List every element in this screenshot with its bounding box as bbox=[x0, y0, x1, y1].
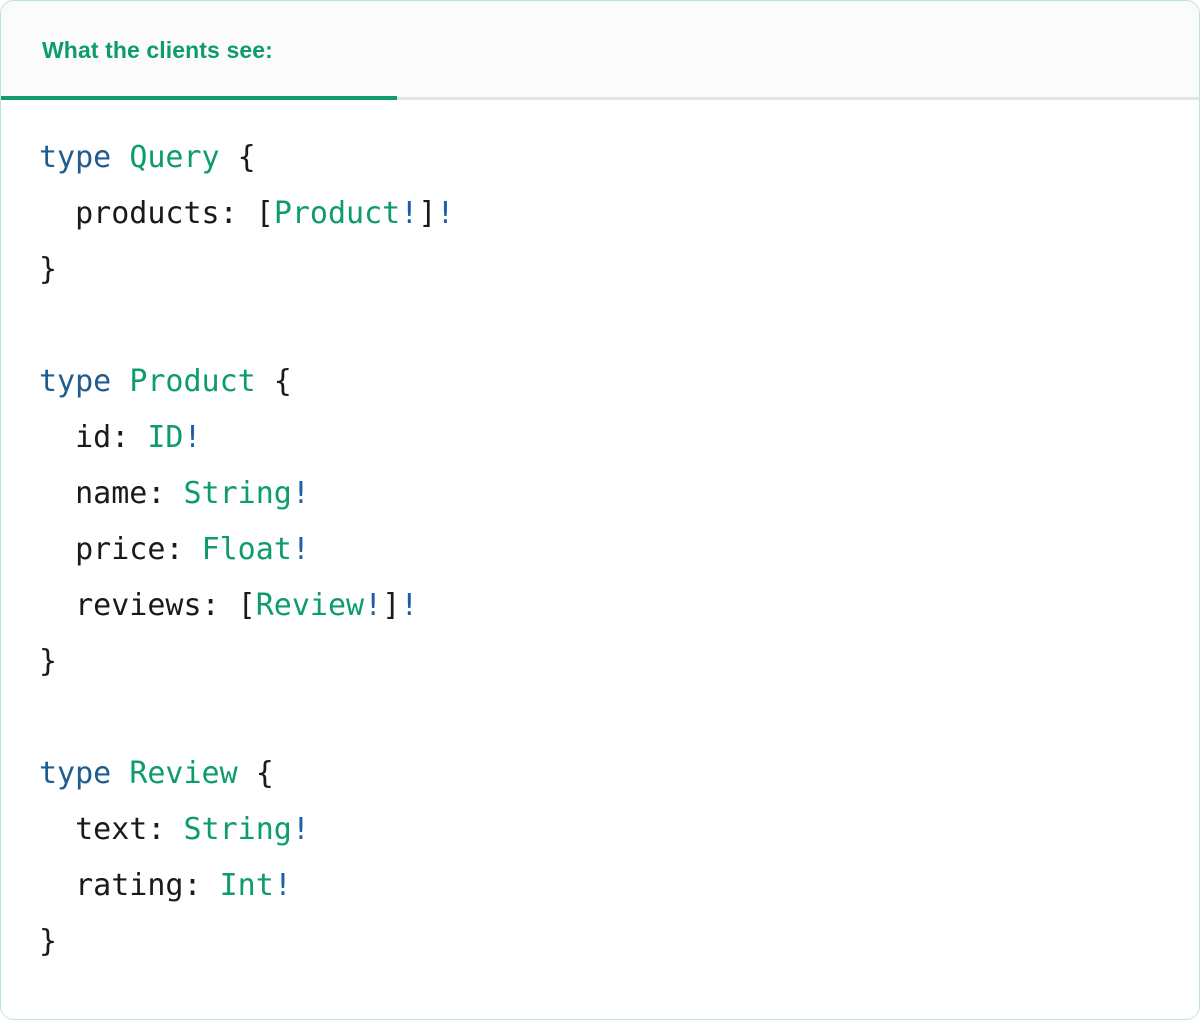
code-token-field: name bbox=[75, 476, 148, 511]
code-token-type: Int bbox=[219, 868, 274, 903]
code-line: reviews: [Review!]! bbox=[39, 578, 1159, 634]
code-line bbox=[39, 298, 1159, 354]
code-token-punct bbox=[39, 532, 75, 567]
code-token-punct: ] bbox=[382, 588, 401, 623]
code-token-field: rating bbox=[75, 868, 184, 903]
code-line: } bbox=[39, 914, 1159, 970]
code-token-punct: } bbox=[39, 252, 58, 287]
code-token-punct: : [ bbox=[201, 588, 256, 623]
code-line: products: [Product!]! bbox=[39, 186, 1159, 242]
code-token-punct bbox=[39, 812, 75, 847]
code-token-punct bbox=[111, 140, 129, 175]
code-token-punct: : bbox=[183, 868, 220, 903]
code-token-type: Query bbox=[129, 140, 220, 175]
code-token-punct: : bbox=[147, 812, 184, 847]
code-token-bang: ! bbox=[400, 196, 419, 231]
code-token-type: String bbox=[183, 476, 292, 511]
code-token-punct bbox=[39, 868, 75, 903]
code-token-punct: { bbox=[219, 140, 256, 175]
code-line: rating: Int! bbox=[39, 858, 1159, 914]
code-token-bang: ! bbox=[364, 588, 383, 623]
code-token-punct: : bbox=[111, 420, 148, 455]
code-token-field: id bbox=[75, 420, 112, 455]
code-token-bang: ! bbox=[400, 588, 419, 623]
code-token-punct bbox=[39, 196, 75, 231]
code-token-kw: type bbox=[39, 140, 112, 175]
code-token-punct: } bbox=[39, 924, 58, 959]
code-token-punct: : bbox=[165, 532, 202, 567]
code-token-punct: ] bbox=[418, 196, 437, 231]
code-line: name: String! bbox=[39, 466, 1159, 522]
code-token-type: String bbox=[183, 812, 292, 847]
code-token-punct: } bbox=[39, 644, 58, 679]
code-line: } bbox=[39, 242, 1159, 298]
code-token-punct: { bbox=[237, 756, 274, 791]
code-token-punct bbox=[39, 420, 75, 455]
code-token-bang: ! bbox=[436, 196, 455, 231]
graphql-schema-code[interactable]: type Query { products: [Product!]! } typ… bbox=[39, 130, 1159, 970]
code-token-bang: ! bbox=[291, 532, 310, 567]
tab-strip-divider bbox=[1, 97, 1199, 100]
code-token-field: products bbox=[75, 196, 220, 231]
code-line: price: Float! bbox=[39, 522, 1159, 578]
code-line: type Query { bbox=[39, 130, 1159, 186]
code-token-type: Float bbox=[201, 532, 292, 567]
code-token-field: reviews bbox=[75, 588, 202, 623]
tab-strip: What the clients see: bbox=[1, 1, 1199, 100]
code-token-punct bbox=[39, 588, 75, 623]
code-token-punct: { bbox=[255, 364, 292, 399]
code-line: id: ID! bbox=[39, 410, 1159, 466]
tab-clients-view[interactable]: What the clients see: bbox=[1, 1, 397, 100]
code-line: text: String! bbox=[39, 802, 1159, 858]
code-token-punct bbox=[111, 364, 129, 399]
code-token-punct bbox=[111, 756, 129, 791]
code-token-bang: ! bbox=[273, 868, 292, 903]
tab-active-indicator bbox=[1, 96, 397, 100]
code-token-kw: type bbox=[39, 364, 112, 399]
code-panel: type Query { products: [Product!]! } typ… bbox=[1, 100, 1199, 1017]
code-line bbox=[39, 690, 1159, 746]
code-token-type: Review bbox=[129, 756, 238, 791]
code-token-type: Product bbox=[129, 364, 256, 399]
code-token-type: ID bbox=[147, 420, 184, 455]
code-token-bang: ! bbox=[291, 812, 310, 847]
code-token-punct bbox=[39, 476, 75, 511]
code-token-punct: : [ bbox=[219, 196, 274, 231]
code-token-kw: type bbox=[39, 756, 112, 791]
code-line: type Review { bbox=[39, 746, 1159, 802]
code-token-field: text bbox=[75, 812, 148, 847]
code-line: type Product { bbox=[39, 354, 1159, 410]
code-token-field: price bbox=[75, 532, 166, 567]
code-token-type: Product bbox=[273, 196, 401, 231]
code-line: } bbox=[39, 634, 1159, 690]
code-token-bang: ! bbox=[291, 476, 310, 511]
code-token-type: Review bbox=[255, 588, 365, 623]
code-token-punct: : bbox=[147, 476, 184, 511]
tab-clients-view-label: What the clients see: bbox=[42, 37, 273, 63]
code-token-bang: ! bbox=[183, 420, 202, 455]
